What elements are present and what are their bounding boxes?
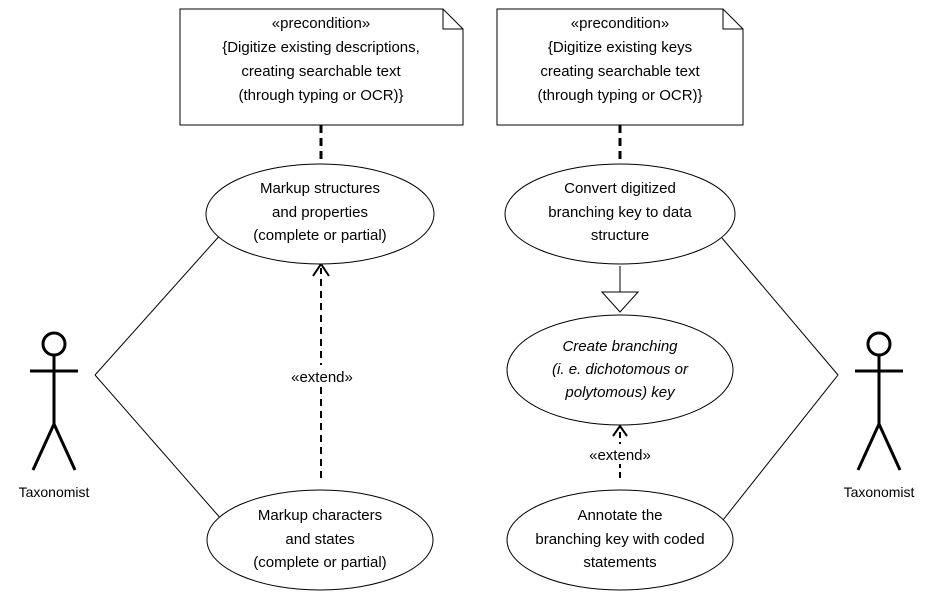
use-case-line: (complete or partial) bbox=[253, 554, 386, 571]
note-line: «precondition» bbox=[571, 15, 669, 32]
note-line: {Digitize existing descriptions, bbox=[222, 39, 420, 56]
actor-leg bbox=[52, 423, 77, 471]
use-case-line: branching key to data bbox=[548, 204, 692, 221]
use-case-line: Create branching bbox=[562, 338, 678, 355]
precondition-note-left: «precondition» {Digitize existing descri… bbox=[179, 8, 464, 126]
use-case-line: branching key with coded bbox=[535, 531, 704, 548]
note-line: (through typing or OCR)} bbox=[537, 87, 702, 104]
actor-right[interactable] bbox=[855, 331, 903, 471]
use-case-markup-characters[interactable]: Markup characters and states (complete o… bbox=[206, 489, 434, 591]
actor-leg bbox=[877, 423, 902, 471]
use-case-line: Convert digitized bbox=[564, 180, 676, 197]
association-line bbox=[94, 232, 223, 376]
extend-label-bg-right bbox=[578, 444, 662, 464]
actor-label-left: Taxonomist bbox=[19, 484, 90, 500]
use-case-create-branching[interactable]: Create branching (i. e. dichotomous or p… bbox=[506, 314, 734, 426]
use-case-line: Annotate the bbox=[577, 507, 662, 524]
actor-head bbox=[41, 331, 67, 357]
extend-label-right: «extend» bbox=[589, 447, 651, 464]
use-case-line: and states bbox=[285, 531, 354, 548]
generalization-triangle bbox=[600, 291, 640, 313]
extend-arrowhead-right bbox=[612, 424, 628, 437]
use-case-annotate-key[interactable]: Annotate the branching key with coded st… bbox=[506, 489, 734, 591]
use-case-line: polytomous) key bbox=[564, 384, 676, 401]
association-line bbox=[721, 237, 839, 376]
use-case-line: (i. e. dichotomous or bbox=[552, 361, 689, 378]
use-case-line: statements bbox=[583, 554, 656, 571]
use-case-line: structure bbox=[591, 227, 649, 244]
use-case-line: Markup characters bbox=[258, 507, 382, 524]
use-case-line: and properties bbox=[272, 204, 368, 221]
note-line: «precondition» bbox=[272, 15, 370, 32]
extend-label-left: «extend» bbox=[291, 369, 353, 386]
note-line: (through typing or OCR)} bbox=[238, 87, 403, 104]
use-case-convert-key[interactable]: Convert digitized branching key to data … bbox=[504, 163, 736, 265]
use-case-markup-structures[interactable]: Markup structures and properties (comple… bbox=[205, 163, 435, 265]
note-line: creating searchable text bbox=[540, 63, 700, 80]
extend-label-bg-left bbox=[280, 365, 364, 387]
actor-leg bbox=[31, 423, 56, 471]
note-line: {Digitize existing keys bbox=[548, 39, 692, 56]
actor-left[interactable] bbox=[30, 331, 78, 471]
actor-label-right: Taxonomist bbox=[844, 484, 915, 500]
actor-head bbox=[866, 331, 892, 357]
use-case-line: Markup structures bbox=[260, 180, 380, 197]
note-line: creating searchable text bbox=[241, 63, 401, 80]
association-line bbox=[722, 374, 839, 521]
actor-leg bbox=[856, 423, 881, 471]
precondition-note-right: «precondition» {Digitize existing keys c… bbox=[496, 8, 744, 126]
use-case-line: (complete or partial) bbox=[253, 227, 386, 244]
association-line bbox=[94, 374, 223, 521]
